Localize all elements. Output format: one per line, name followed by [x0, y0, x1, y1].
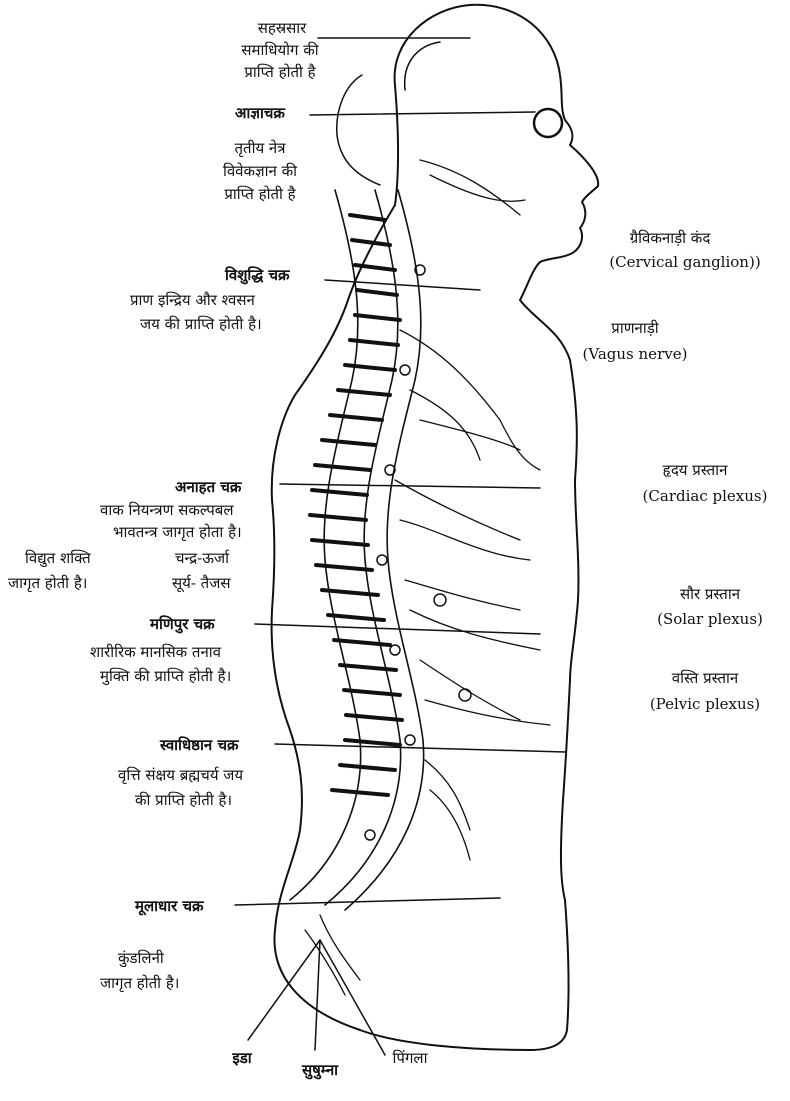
label-svadhisthan-line2: की प्राप्ति होती है।: [135, 790, 232, 810]
label-ajna-line1: तृतीय नेत्र: [205, 138, 315, 158]
label-vagus-hindi: प्राणनाड़ी: [585, 318, 685, 338]
label-anahat-title: अनाहत चक्र: [175, 477, 241, 497]
label-solar-hindi: सौर प्रस्तान: [660, 584, 760, 604]
label-pelvic-english: (Pelvic plexus): [630, 694, 780, 714]
label-ida: इडा: [222, 1048, 262, 1068]
label-muladhar-title: मूलाधार चक्र: [135, 896, 204, 916]
label-solar-english: (Solar plexus): [635, 609, 785, 629]
label-sahasrar-line2: प्राप्ति होती है: [205, 62, 355, 82]
label-sushumna: सुषुम्ना: [285, 1060, 355, 1080]
label-ajna-line3: प्राप्ति होती है: [200, 184, 320, 204]
label-vishuddhi-line1: प्राण इन्द्रिय और श्वसन: [130, 290, 255, 310]
label-anahat-line1: वाक नियन्त्रण सकल्पबल: [100, 500, 234, 520]
label-vishuddhi-line2: जय की प्राप्ति होती है।: [140, 314, 262, 334]
label-pelvic-hindi: वस्ति प्रस्तान: [650, 668, 760, 688]
label-vagus-english: (Vagus nerve): [560, 344, 710, 364]
label-sahasrar-line1: समाधियोग की: [205, 40, 355, 60]
label-anahat-line2: भावतन्त्र जागृत होता है।: [113, 522, 242, 542]
label-kundalini-line2: जागृत होती है।: [100, 973, 179, 993]
nerve-branches: [305, 160, 550, 995]
label-ajna-line2: विवेकज्ञान की: [200, 161, 320, 181]
body-outline: [272, 5, 599, 1050]
label-electric-line1: विद्युत शक्ति: [25, 548, 91, 568]
ear-icon: [534, 109, 562, 137]
label-sahasrar-title: सहस्रसार: [222, 18, 342, 38]
label-surya: सूर्य- तैजस: [172, 573, 231, 593]
label-manipur-title: मणिपुर चक्र: [150, 614, 215, 634]
label-cervical-english: (Cervical ganglion)): [585, 252, 785, 272]
spinal-column: [290, 190, 424, 910]
label-pingala: पिंगला: [380, 1048, 440, 1068]
label-kundalini-line1: कुंडलिनी: [118, 948, 164, 968]
label-vishuddhi-title: विशुद्धि चक्र: [225, 265, 290, 285]
label-cardiac-hindi: हृदय प्रस्तान: [640, 460, 750, 480]
label-svadhisthan-line1: वृत्ति संक्षय ब्रह्मचर्य जय: [118, 765, 243, 785]
label-manipur-line1: शारीरिक मानसिक तनाव: [90, 642, 221, 662]
label-cervical-hindi: ग्रैविकनाड़ी कंद: [610, 228, 730, 248]
label-cardiac-english: (Cardiac plexus): [625, 486, 785, 506]
label-manipur-line2: मुक्ति की प्राप्ति होती है।: [100, 666, 231, 686]
label-electric-line2: जागृत होती है।: [8, 573, 87, 593]
label-svadhisthan-title: स्वाधिष्ठान चक्र: [160, 735, 238, 755]
label-chandra: चन्द्र-ऊर्जा: [175, 548, 229, 568]
ganglia: [365, 265, 471, 840]
label-ajna-title: आज्ञाचक्र: [205, 103, 315, 123]
